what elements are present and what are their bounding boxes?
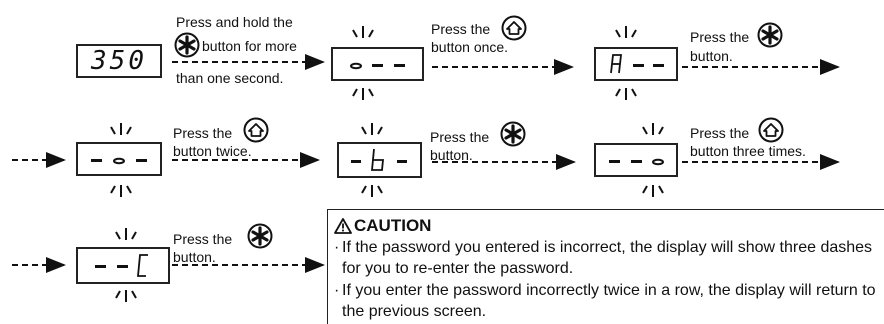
step4-text-line2: button twice. xyxy=(173,143,252,159)
home-button-icon xyxy=(243,117,269,148)
display-digits xyxy=(95,254,148,277)
step4-text-line1: Press the xyxy=(173,125,233,141)
caution-title: CAUTION xyxy=(354,216,432,235)
blink-marks xyxy=(110,26,664,302)
step1-text-line2: button for more xyxy=(202,38,297,54)
display-initial-value: 350 xyxy=(91,46,147,76)
display-digit3-editing xyxy=(594,143,678,177)
step5-text-line1: Press the xyxy=(430,129,490,145)
asterisk-button-icon xyxy=(500,121,526,152)
display-digits xyxy=(351,148,407,171)
caution-item: If you enter the password incorrectly tw… xyxy=(334,280,884,322)
step3-text-line2: button. xyxy=(690,48,733,64)
home-button-icon xyxy=(501,15,527,46)
step2-text-line1: Press the xyxy=(431,21,491,37)
display-initial: 350 xyxy=(76,44,162,78)
asterisk-button-icon xyxy=(174,32,200,63)
step6-text-line1: Press the xyxy=(690,125,750,141)
caution-box: CAUTION If the password you entered is i… xyxy=(327,209,884,324)
asterisk-button-icon xyxy=(757,22,783,53)
display-digits xyxy=(610,54,664,74)
step7-text-line1: Press the xyxy=(173,231,233,247)
display-digit2-b xyxy=(337,142,422,178)
caution-heading: CAUTION xyxy=(334,216,884,236)
step5-text-line2: button. xyxy=(430,147,473,163)
display-digit1-editing xyxy=(331,47,424,81)
display-digit2-editing xyxy=(76,142,162,176)
display-digit1-A xyxy=(594,47,678,81)
step2-text-line2: button once. xyxy=(431,39,509,55)
caution-item: If the password you entered is incorrect… xyxy=(334,237,884,279)
step1-text-line1: Press and hold the xyxy=(176,14,293,30)
display-digits xyxy=(609,158,664,166)
step1-text-line3: than one second. xyxy=(176,70,284,86)
step6-text-line2: button three times. xyxy=(690,143,806,159)
step3-text-line1: Press the xyxy=(690,29,750,45)
asterisk-button-icon xyxy=(247,223,273,254)
home-button-icon xyxy=(758,117,784,148)
display-digit3-C xyxy=(76,247,170,284)
warning-triangle-icon xyxy=(334,218,352,234)
display-digits xyxy=(350,62,405,70)
display-digits xyxy=(91,157,147,165)
step7-text-line2: button. xyxy=(173,249,216,265)
